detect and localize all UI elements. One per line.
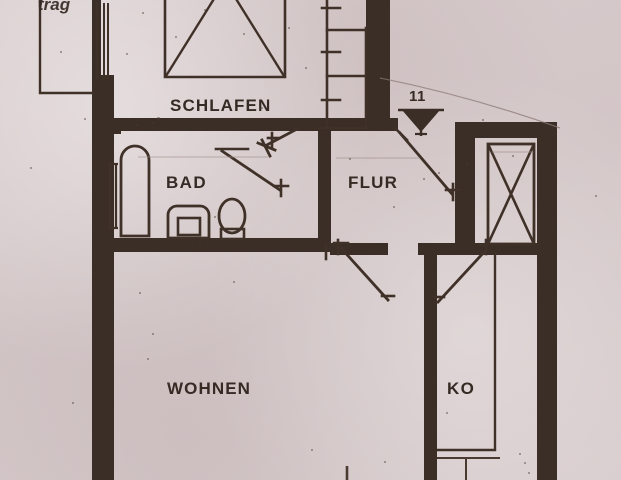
staircase <box>316 0 368 130</box>
room-label-wohnen: WOHNEN <box>167 379 252 398</box>
room-label-schlafen: SCHLAFEN <box>170 96 272 115</box>
shaft-with-x-marking <box>486 142 536 246</box>
top-left-annotation-text: trag <box>38 0 71 14</box>
kitchen-counter-outline <box>437 252 497 452</box>
scan-edge-curve <box>379 77 561 129</box>
room-label-ko: KO <box>447 379 476 398</box>
room-label-flur: FLUR <box>348 173 399 192</box>
bottom-edge-marks <box>345 457 500 480</box>
doors <box>214 126 495 304</box>
room-label-bad: BAD <box>166 173 208 192</box>
bathroom-fixtures <box>108 144 247 241</box>
structural-walls <box>92 0 557 480</box>
unit-number-label: 11 <box>409 88 426 105</box>
plan-detail-lines <box>38 0 287 95</box>
entry-triangle-marker <box>398 108 444 136</box>
